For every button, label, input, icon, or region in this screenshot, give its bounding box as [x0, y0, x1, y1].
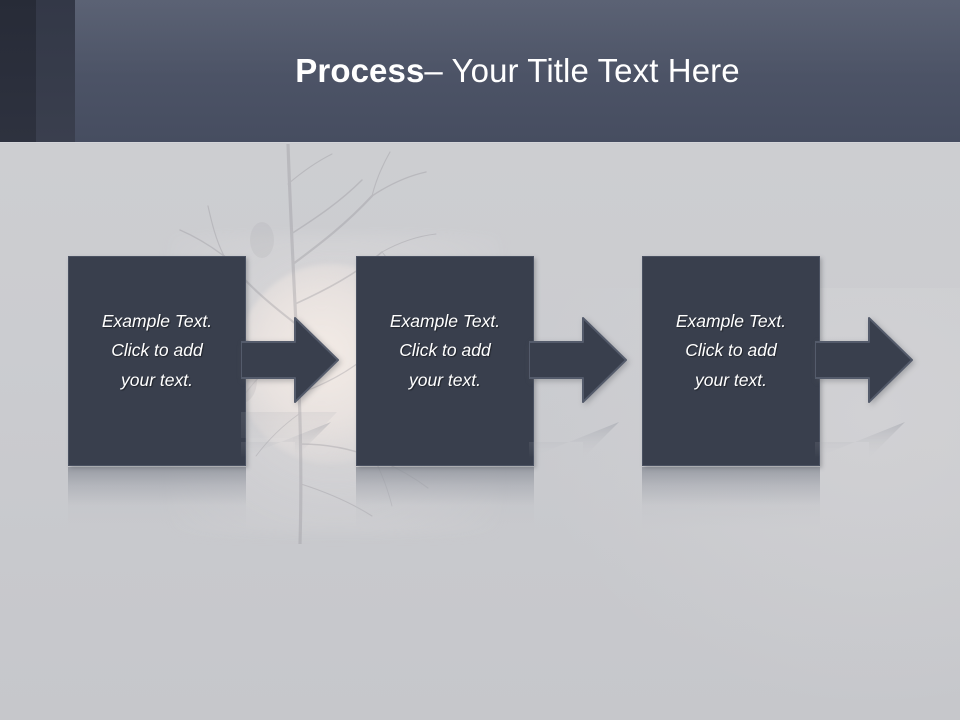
process-step-1-text: Example Text. Click to add your text.	[75, 307, 239, 395]
process-step-1[interactable]: Example Text. Click to add your text.	[68, 256, 246, 529]
process-step-2-reflection	[356, 467, 534, 529]
process-step-3-text: Example Text. Click to add your text.	[649, 307, 813, 395]
process-step-2-box[interactable]: Example Text. Click to add your text.	[356, 256, 534, 466]
process-step-2-line2: Click to add	[399, 340, 491, 361]
process-step-3[interactable]: Example Text. Click to add your text.	[642, 256, 820, 529]
header-accent-band-dark	[0, 0, 36, 142]
process-step-3-line3: your text.	[695, 369, 767, 390]
page-title-rest: – Your Title Text Here	[424, 52, 740, 89]
process-arrow-1-icon	[241, 310, 341, 410]
process-step-1-line3: your text.	[121, 369, 193, 390]
process-arrow-2-icon	[529, 310, 629, 410]
process-arrow-2-reflection	[529, 412, 629, 458]
process-step-1-box[interactable]: Example Text. Click to add your text.	[68, 256, 246, 466]
page-title-strong: Process	[295, 52, 425, 89]
process-step-1-line1: Example Text.	[101, 311, 213, 331]
header-background	[0, 0, 960, 142]
process-step-2-text: Example Text. Click to add your text.	[363, 307, 527, 395]
page-title: Process – Your Title Text Here	[75, 0, 960, 142]
process-arrow-1-reflection	[241, 412, 341, 458]
process-step-2-line1: Example Text.	[389, 311, 501, 331]
process-step-3-reflection	[642, 467, 820, 529]
process-arrow-3-icon	[815, 310, 915, 410]
process-step-3-line2: Click to add	[685, 340, 777, 361]
header-divider	[0, 142, 960, 144]
process-step-1-line2: Click to add	[111, 340, 203, 361]
process-step-1-reflection	[68, 467, 246, 529]
process-step-2-line3: your text.	[409, 369, 481, 390]
process-step-3-line1: Example Text.	[675, 311, 787, 331]
header-accent-band-mid	[36, 0, 75, 142]
process-arrow-3-reflection	[815, 412, 915, 458]
process-step-3-box[interactable]: Example Text. Click to add your text.	[642, 256, 820, 466]
process-step-2[interactable]: Example Text. Click to add your text.	[356, 256, 534, 529]
